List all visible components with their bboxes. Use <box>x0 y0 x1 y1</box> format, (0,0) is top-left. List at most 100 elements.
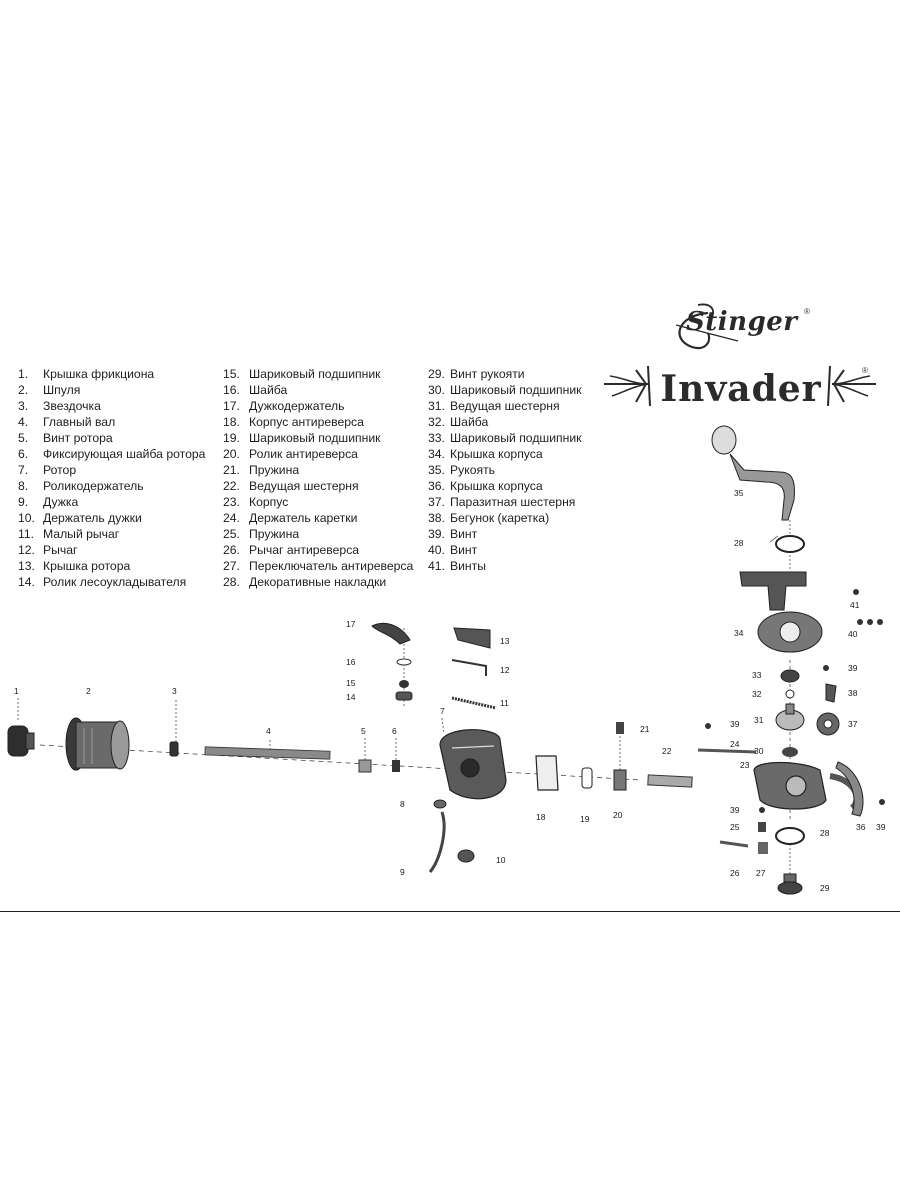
list-item: 6.Фиксирующая шайба ротора <box>18 447 206 461</box>
part-label: 16 <box>346 657 356 667</box>
part-label: 2 <box>86 686 91 696</box>
part-label: 32 <box>752 689 762 699</box>
list-item: 35.Рукоять <box>428 463 496 477</box>
list-item: 30.Шариковый подшипник <box>428 383 582 397</box>
legend-column-1: 1.Крышка фрикциона 2.Шпуля 3.Звездочка 4… <box>18 366 205 590</box>
part-label: 14 <box>346 692 356 702</box>
drive-gear-part <box>775 703 805 731</box>
carriage-runner-part <box>825 683 837 703</box>
spool-part <box>65 717 130 771</box>
part-label: 5 <box>361 726 366 736</box>
part-label: 9 <box>400 867 405 877</box>
list-item: 28.Декоративные накладки <box>223 575 387 589</box>
list-item: 31.Ведущая шестерня <box>428 399 560 413</box>
part-label: 28 <box>820 828 830 838</box>
part-label: 10 <box>496 855 506 865</box>
bearing-part <box>581 767 593 789</box>
list-item: 29.Винт рукояти <box>428 367 525 381</box>
list-item: 18.Корпус антиреверса <box>223 415 364 429</box>
part-label: 7 <box>440 706 445 716</box>
part-label: 29 <box>820 883 830 893</box>
spring-small-part <box>758 822 766 832</box>
invader-logo: Invader ® <box>600 362 880 426</box>
part-label: 28 <box>734 538 744 548</box>
part-label: 8 <box>400 799 405 809</box>
part-label: 39 <box>848 663 858 673</box>
idle-gear-part <box>816 712 840 736</box>
part-label: 11 <box>500 698 509 708</box>
side-cover-part <box>835 761 864 817</box>
main-axis-line <box>39 744 641 781</box>
list-item: 14.Ролик лесоукладывателя <box>18 575 187 589</box>
list-item: 5.Винт ротора <box>18 431 113 445</box>
list-item: 19.Шариковый подшипник <box>223 431 381 445</box>
part-label: 37 <box>848 719 858 729</box>
list-item: 12.Рычаг <box>18 543 78 557</box>
list-item: 7.Ротор <box>18 463 77 477</box>
bearing-small-part <box>399 680 409 688</box>
part-label: 41 <box>850 600 860 610</box>
handle-screw-part <box>777 873 803 895</box>
part-label: 12 <box>500 665 510 675</box>
list-item: 37.Паразитная шестерня <box>428 495 576 509</box>
rotor-washer-part <box>392 760 400 772</box>
part-label: 13 <box>500 636 510 646</box>
rotor-nut-part <box>358 759 372 773</box>
bearing-top-part <box>780 669 800 683</box>
part-label: 40 <box>848 629 858 639</box>
list-item: 27.Переключатель антиреверса <box>223 559 414 573</box>
list-item: 3.Звездочка <box>18 399 101 413</box>
part-label: 39 <box>730 719 740 729</box>
anti-reverse-lever-part <box>719 840 749 848</box>
list-item: 2.Шпуля <box>18 383 81 397</box>
list-item: 32.Шайба <box>428 415 489 429</box>
part-label: 21 <box>640 724 650 734</box>
part-label: 15 <box>346 678 356 688</box>
list-item: 34.Крышка корпуса <box>428 447 543 461</box>
list-item: 22.Ведущая шестерня <box>223 479 359 493</box>
shim-part <box>785 689 795 699</box>
bottom-divider <box>0 911 900 912</box>
part-label: 25 <box>730 822 740 832</box>
list-item: 16.Шайба <box>223 383 288 397</box>
part-label: 19 <box>580 814 590 824</box>
part-label: 4 <box>266 726 271 736</box>
stinger-swoosh-icon <box>675 303 739 350</box>
body-cover-part <box>739 571 823 653</box>
bail-part <box>428 799 475 873</box>
list-item: 11.Малый рычаг <box>18 527 120 541</box>
registered-mark: ® <box>804 307 810 316</box>
part-label: 3 <box>172 686 177 696</box>
list-item: 1.Крышка фрикциона <box>18 367 155 381</box>
bearing-lower-part <box>782 747 798 757</box>
decorative-cap-part <box>775 827 805 845</box>
list-item: 40.Винт <box>428 543 478 557</box>
list-item: 39.Винт <box>428 527 478 541</box>
list-item: 36.Крышка корпуса <box>428 479 543 493</box>
legend-column-3: 29.Винт рукояти 30.Шариковый подшипник 3… <box>428 366 582 574</box>
part-label: 20 <box>613 810 623 820</box>
drag-knob-part <box>7 725 35 757</box>
part-label: 39 <box>730 805 740 815</box>
list-item: 13.Крышка ротора <box>18 559 131 573</box>
list-item: 20.Ролик антиреверса <box>223 447 358 461</box>
part-label: 30 <box>754 746 764 756</box>
list-item: 41.Винты <box>428 559 487 573</box>
part-label: 33 <box>752 670 762 680</box>
part-label: 35 <box>734 488 744 498</box>
screw-group <box>705 589 885 813</box>
legend-column-2: 15.Шариковый подшипник 16.Шайба 17.Дужко… <box>223 366 413 590</box>
list-item: 23.Корпус <box>223 495 289 509</box>
list-item: 8.Роликодержатель <box>18 479 144 493</box>
part-label: 31 <box>754 715 764 725</box>
part-label: 6 <box>392 726 397 736</box>
list-item: 24.Держатель каретки <box>223 511 358 525</box>
list-item: 9.Дужка <box>18 495 79 509</box>
line-roller-part <box>395 691 413 701</box>
list-item: 33.Шариковый подшипник <box>428 431 582 445</box>
list-item: 21.Пружина <box>223 463 300 477</box>
part-label: 39 <box>876 822 886 832</box>
main-shaft-part <box>204 746 331 760</box>
